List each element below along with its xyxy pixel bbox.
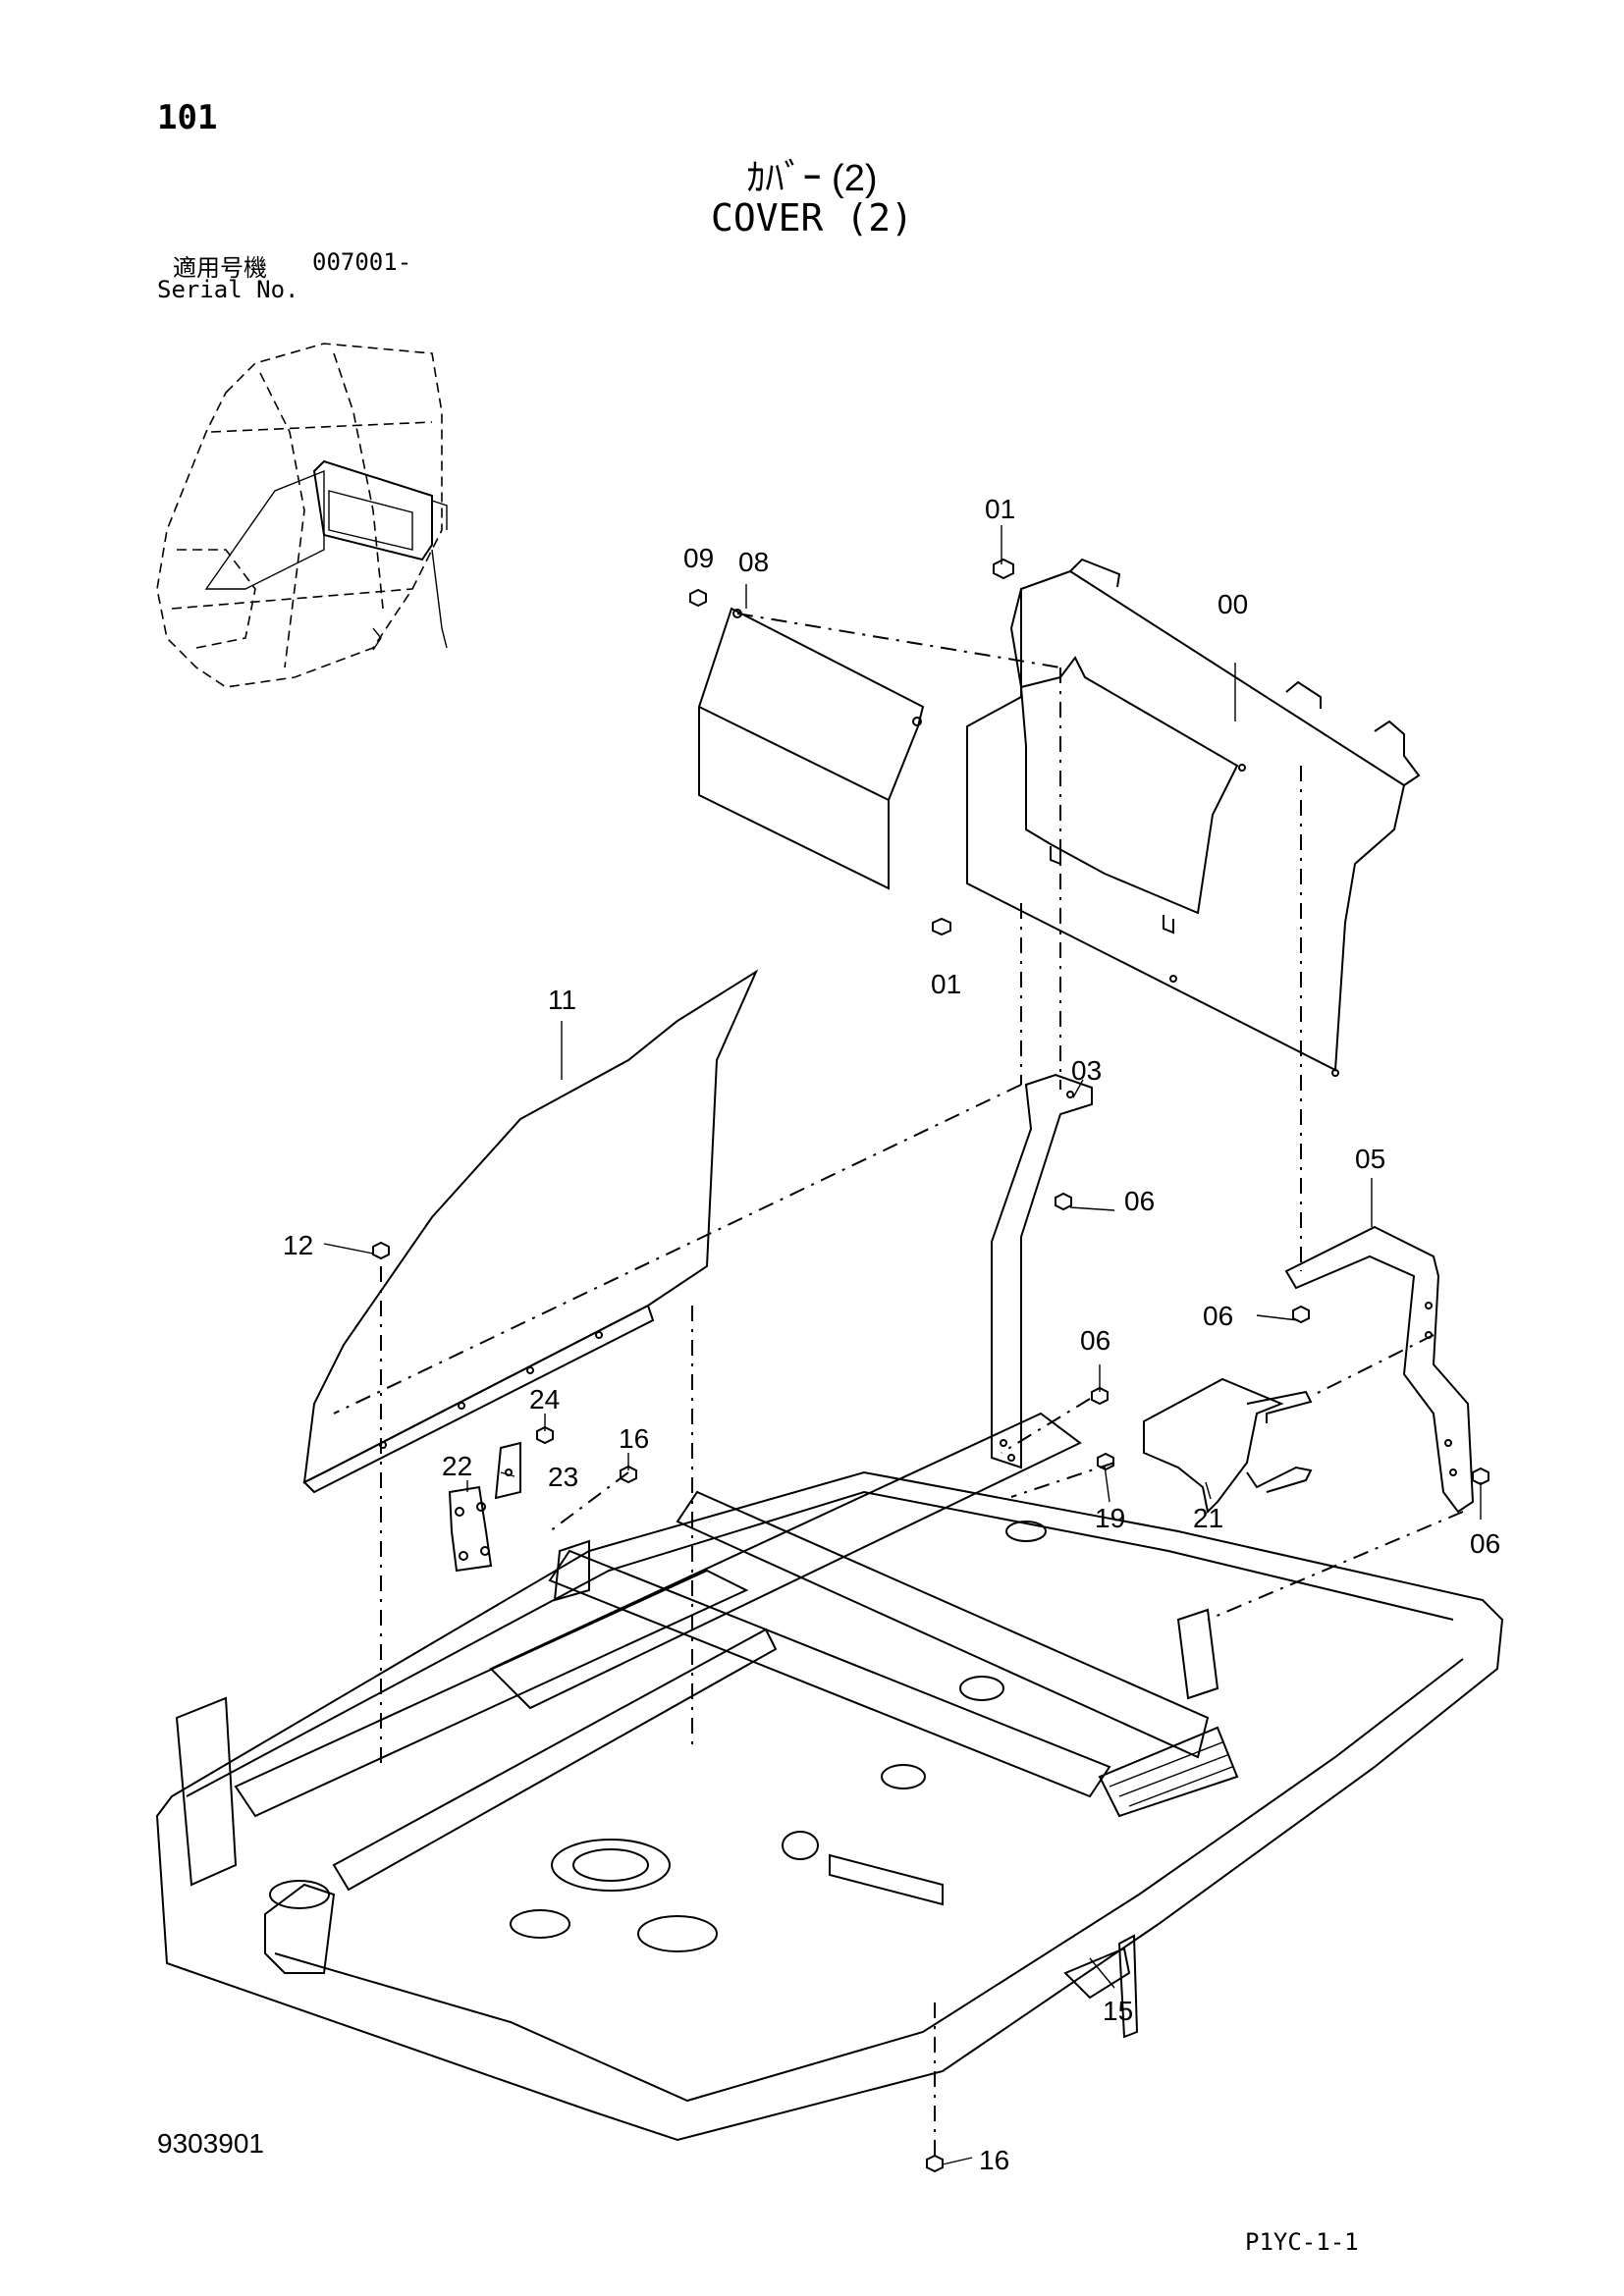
callout-24: 24: [529, 1384, 560, 1415]
part-22-bracket: [448, 1485, 493, 1573]
part-11-panel: [302, 969, 759, 1494]
page-number: 101: [157, 98, 218, 137]
part-08-plate: [698, 607, 925, 890]
callout-06-b: 06: [1203, 1301, 1233, 1331]
callout-labels: 01 01 00 09 08 11 03 06 05 12 06 06 24 1…: [283, 494, 1500, 2175]
callout-21: 21: [1193, 1503, 1223, 1533]
callout-00: 00: [1218, 589, 1248, 619]
bolt-19: [1097, 1452, 1114, 1471]
callout-16-a: 16: [619, 1423, 649, 1454]
callout-05: 05: [1355, 1144, 1385, 1174]
document-id: 9303901: [157, 2128, 265, 2159]
part-21-plate: [1143, 1377, 1313, 1515]
bolt-16-b: [926, 2154, 944, 2173]
callout-16-b: 16: [979, 2145, 1009, 2175]
bolt-06-d: [1472, 1467, 1489, 1486]
page-code: P1YC-1-1: [1245, 2228, 1359, 2256]
callout-11: 11: [548, 985, 576, 1015]
assembly-lines: [333, 613, 1464, 2160]
bolt-09: [689, 588, 707, 608]
serial-code: 007001-: [312, 248, 412, 276]
bolt-06-b: [1292, 1305, 1310, 1324]
title-english: COVER (2): [711, 196, 913, 240]
serial-label-japanese: 適用号機: [173, 255, 267, 282]
part-03-stay: [991, 1073, 1093, 1469]
callout-01-bottom: 01: [931, 969, 961, 999]
callout-06-a: 06: [1124, 1186, 1155, 1216]
callout-03: 03: [1071, 1055, 1102, 1086]
part-23-bracket: [494, 1441, 521, 1500]
callout-23: 23: [548, 1462, 578, 1492]
bolt-06-c: [1091, 1386, 1109, 1406]
bolt-symbols: [372, 558, 1489, 2173]
part-00-cover: [966, 558, 1421, 1077]
callout-22: 22: [442, 1451, 472, 1481]
bolt-01-bottom: [932, 917, 951, 936]
title-japanese: ｶﾊﾞｰ (2): [746, 158, 878, 199]
bolt-01-top: [993, 558, 1014, 580]
callout-15: 15: [1103, 1996, 1133, 2026]
callout-12: 12: [283, 1230, 313, 1260]
serial-label-english: Serial No.: [157, 276, 299, 303]
bolt-06-a: [1055, 1192, 1072, 1211]
callout-06-c: 06: [1080, 1325, 1110, 1356]
callout-08: 08: [738, 547, 769, 577]
part-05-bracket: [1284, 1225, 1475, 1514]
callout-09: 09: [683, 543, 714, 573]
bolt-24: [536, 1425, 554, 1445]
callout-19: 19: [1095, 1503, 1125, 1533]
base-frame: [155, 1412, 1504, 2142]
callout-06-d: 06: [1470, 1528, 1500, 1559]
callout-01-top: 01: [985, 494, 1015, 524]
bolt-16-a: [620, 1465, 637, 1484]
cab-thumbnail: [156, 343, 448, 688]
leader-lines: [323, 525, 1482, 2165]
bolt-12: [372, 1241, 390, 1260]
